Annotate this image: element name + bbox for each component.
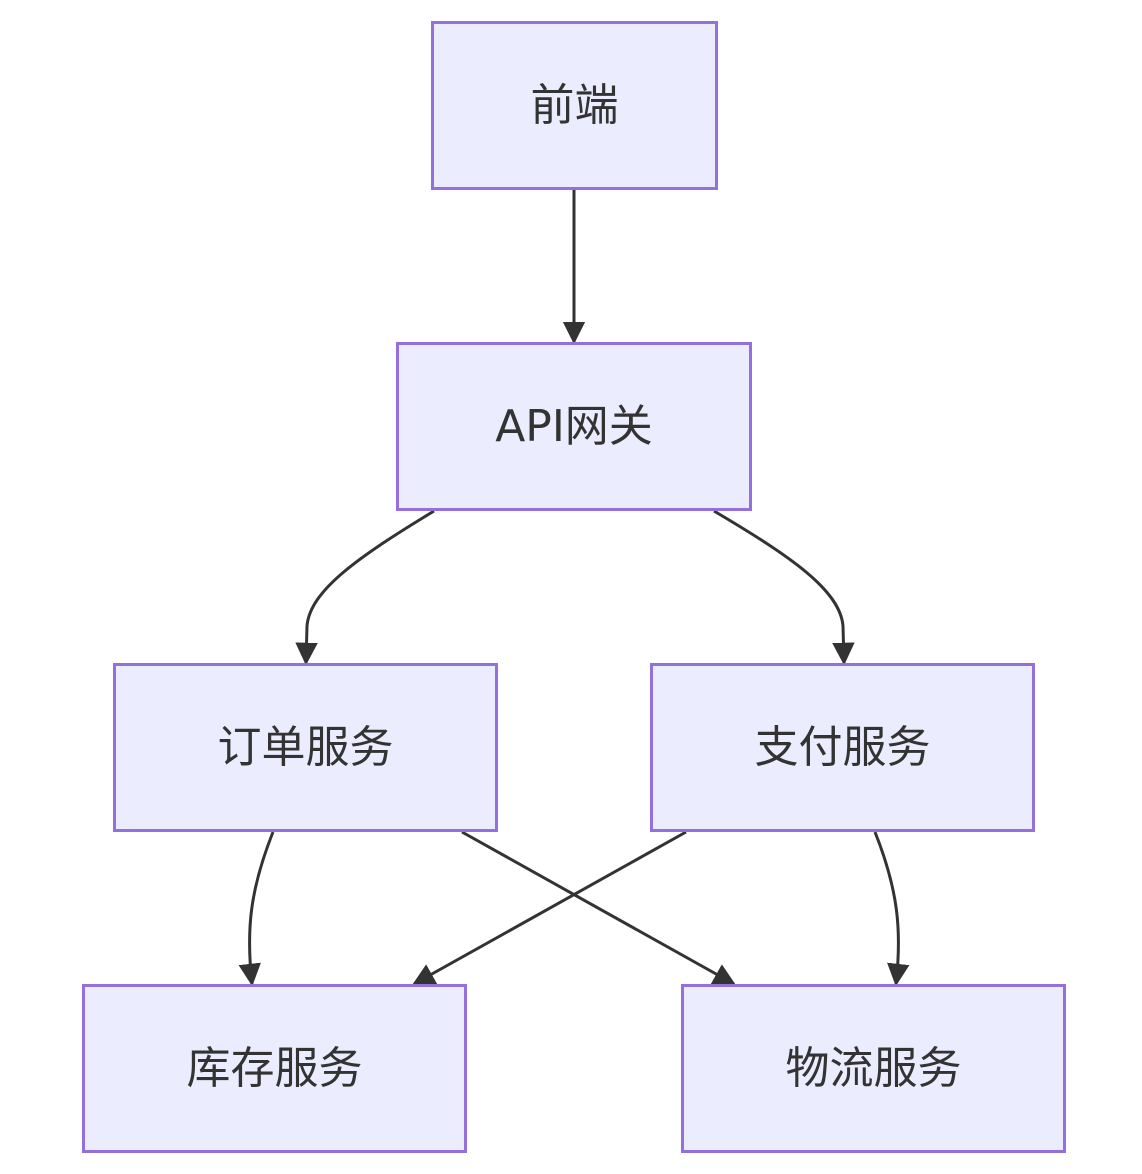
node-inventory-service: 库存服务 [82, 984, 467, 1153]
node-order-service-label: 订单服务 [217, 721, 394, 773]
node-frontend-label: 前端 [530, 79, 619, 131]
node-logistics-service: 物流服务 [681, 984, 1066, 1153]
node-inventory-service-label: 库存服务 [186, 1042, 363, 1094]
node-logistics-service-label: 物流服务 [785, 1042, 962, 1094]
node-payment-service: 支付服务 [650, 663, 1035, 832]
edge-order-to-logistics [461, 830, 736, 986]
node-frontend: 前端 [431, 21, 718, 190]
node-api-gateway: API网关 [396, 342, 752, 511]
node-api-gateway-label: API网关 [495, 400, 653, 452]
edge-gateway-to-payment [713, 509, 855, 666]
edge-payment-to-stock [412, 830, 687, 986]
edge-payment-to-logistics [873, 831, 910, 987]
node-order-service: 订单服务 [113, 663, 498, 832]
edge-order-to-stock [238, 831, 275, 987]
node-payment-service-label: 支付服务 [754, 721, 931, 773]
edge-gateway-to-order [295, 509, 435, 666]
